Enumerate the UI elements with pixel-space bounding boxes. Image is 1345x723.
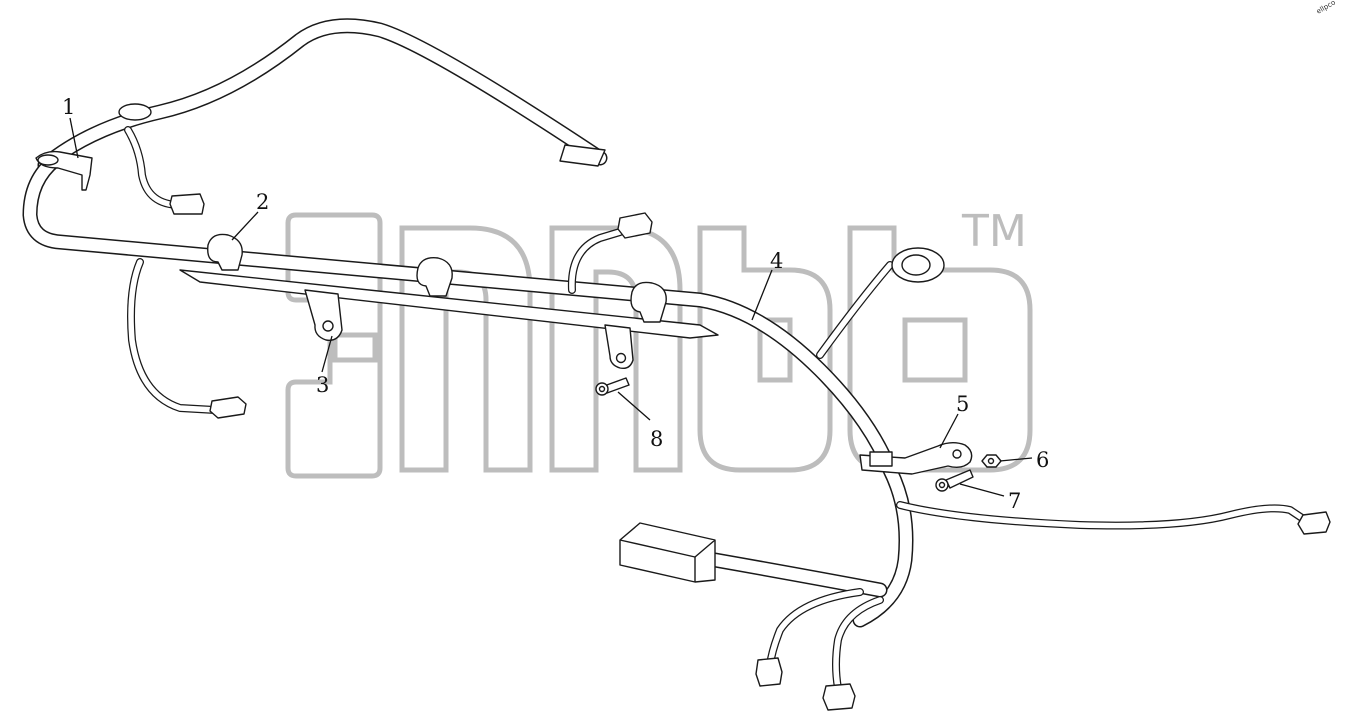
right-wire	[896, 501, 1331, 535]
connector-icon	[617, 212, 653, 239]
nut-6	[981, 454, 1002, 468]
mounting-rail	[179, 269, 719, 370]
clamp-1	[35, 150, 93, 191]
clamp-2	[207, 233, 243, 271]
bracket-5	[859, 442, 973, 475]
connector-icon	[822, 683, 856, 711]
connector-icon	[169, 193, 205, 215]
clamp-right	[630, 281, 667, 323]
clamp-mid	[416, 257, 453, 297]
connector-icon	[209, 396, 247, 419]
callout-5: 5	[956, 392, 969, 416]
callout-6: 6	[1036, 448, 1049, 472]
callout-2: 2	[256, 190, 269, 214]
upper-hose	[37, 18, 608, 173]
callout-7: 7	[1008, 489, 1021, 513]
main-connector-block	[619, 522, 716, 583]
corner-mark: ellpco	[1315, 0, 1337, 16]
bottom-connector-branch	[619, 522, 888, 598]
connector-icon	[755, 657, 783, 687]
bolt-8	[595, 377, 630, 396]
callout-numbers: 1 2 3 4 5 6 7 8	[62, 95, 1049, 513]
left-lower-wire	[127, 258, 247, 419]
callout-4: 4	[770, 249, 783, 273]
trademark-mark: TM	[961, 206, 1027, 257]
connector-icon	[1297, 511, 1331, 535]
bottom-wires	[755, 588, 884, 711]
callout-3: 3	[316, 373, 329, 397]
callout-1: 1	[62, 95, 75, 119]
left-upper-wire	[124, 126, 205, 215]
bolt-7	[935, 469, 974, 492]
main-harness	[22, 152, 945, 628]
upper-hose-end-fitting	[559, 144, 606, 167]
leader-lines	[69, 117, 1033, 497]
callout-8: 8	[650, 427, 663, 451]
